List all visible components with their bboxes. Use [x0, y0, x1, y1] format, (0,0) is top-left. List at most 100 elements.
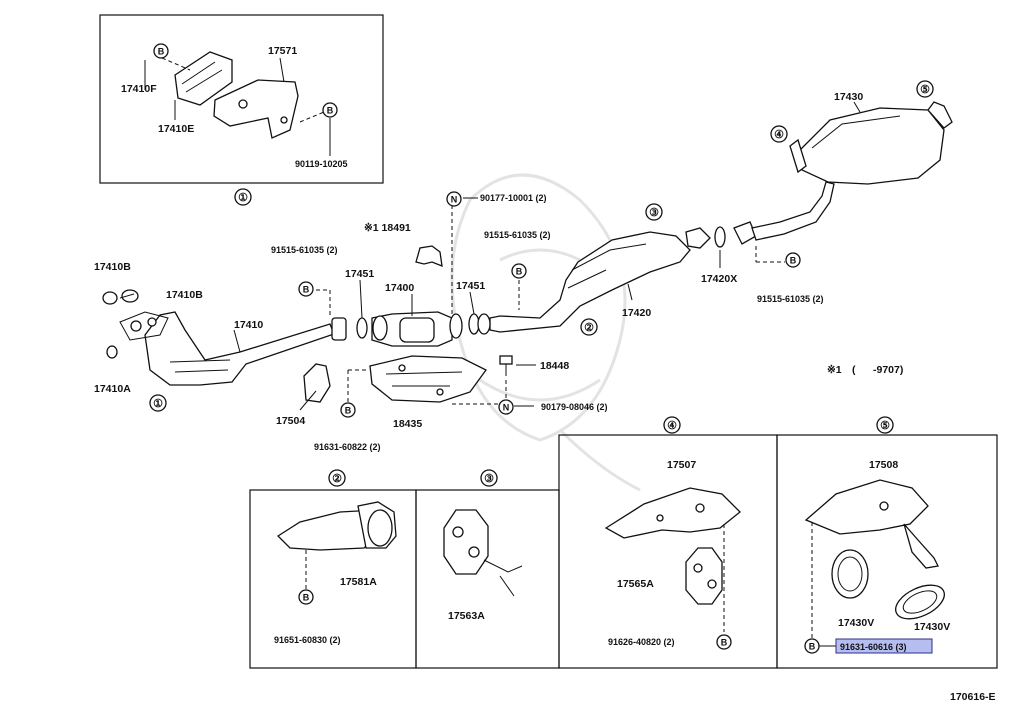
part-label-17410f[interactable]: 17410F: [121, 83, 157, 95]
callout-4-box: ④: [663, 416, 681, 434]
part-label-17430[interactable]: 17430: [834, 91, 863, 103]
part-label-18435[interactable]: 18435: [393, 418, 422, 430]
svg-text:B: B: [327, 106, 334, 116]
bracket-17504: [303, 363, 331, 403]
part-label-91631-60616[interactable]: 91631-60616 (3): [840, 642, 907, 652]
bracket-18491: [415, 245, 443, 268]
svg-text:B: B: [158, 47, 165, 57]
inset-box-3: [415, 489, 560, 669]
part-label-17430v-2[interactable]: 17430V: [914, 621, 950, 633]
part-label-91515-a[interactable]: 91515-61035 (2): [271, 245, 338, 255]
part-label-17400[interactable]: 17400: [385, 282, 414, 294]
part-label-17420[interactable]: 17420: [622, 307, 651, 319]
tail-pipe: [751, 181, 835, 241]
n-symbol-main-b: N: [498, 399, 514, 415]
svg-text:④: ④: [774, 129, 784, 141]
part-label-17563a[interactable]: 17563A: [448, 610, 485, 622]
part-label-17410e[interactable]: 17410E: [158, 123, 194, 135]
part-label-17410b-1[interactable]: 17410B: [94, 261, 131, 273]
bracket-17508: [804, 479, 929, 535]
gasket-17451-a: [356, 317, 368, 339]
svg-text:②: ②: [584, 322, 594, 334]
bracket-17571: [213, 79, 299, 139]
part-label-17507[interactable]: 17507: [667, 459, 696, 471]
diagram-id: 170616-E: [950, 691, 996, 703]
part-label-17430v-1[interactable]: 17430V: [838, 617, 874, 629]
part-label-17504[interactable]: 17504: [276, 415, 305, 427]
nut-17410a: [106, 345, 118, 359]
exhaust-hanger-17563a: [443, 509, 489, 575]
part-label-91626-40820[interactable]: 91626-40820 (2): [608, 637, 675, 647]
svg-text:N: N: [451, 195, 458, 205]
part-label-91631-60822[interactable]: 91631-60822 (2): [314, 442, 381, 452]
bracket-17507: [604, 487, 741, 539]
gasket-17420x: [714, 226, 726, 248]
center-pipe-17420: [489, 231, 691, 333]
b-symbol-main-c: B: [340, 402, 356, 418]
gasket-17410b-b: [121, 289, 139, 303]
svg-text:①: ①: [238, 192, 248, 204]
callout-4-main: ④: [770, 125, 788, 143]
svg-text:B: B: [790, 256, 797, 266]
inset-box-2: [249, 489, 417, 669]
part-label-17508[interactable]: 17508: [869, 459, 898, 471]
svg-text:B: B: [809, 642, 816, 652]
gasket-17410b-a: [102, 291, 118, 305]
part-label-90119-10205[interactable]: 90119-10205: [295, 159, 348, 169]
bolt-18448: [499, 355, 513, 365]
svg-text:②: ②: [332, 473, 342, 485]
inset-box-1: [99, 14, 384, 184]
part-label-17410[interactable]: 17410: [234, 319, 263, 331]
svg-text:N: N: [503, 403, 510, 413]
svg-text:⑤: ⑤: [880, 420, 890, 432]
callout-1-main: ①: [149, 394, 167, 412]
highlighted-part-box: [835, 638, 933, 654]
part-label-17410b-2[interactable]: 17410B: [166, 289, 203, 301]
main-muffler-17430: [799, 107, 945, 185]
part-label-90179-08046[interactable]: 90179-08046 (2): [541, 402, 608, 412]
callout-2-box: ②: [328, 469, 346, 487]
part-label-17451-a[interactable]: 17451: [345, 268, 374, 280]
part-label-90177-10001[interactable]: 90177-10001 (2): [480, 193, 547, 203]
b-symbol-inset1-b: B: [322, 102, 338, 118]
b-symbol-inset1-a: B: [153, 43, 169, 59]
applicability-note-range: ( -9707): [852, 364, 903, 376]
applicability-note-mark: ※1: [827, 364, 842, 376]
n-symbol-main-a: N: [446, 191, 462, 207]
part-label-17451-b[interactable]: 17451: [456, 280, 485, 292]
svg-text:③: ③: [649, 207, 659, 219]
b-symbol-main-d: B: [785, 252, 801, 268]
heat-shield-18435: [369, 355, 487, 403]
callout-5-box: ⑤: [876, 416, 894, 434]
callout-3-box: ③: [480, 469, 498, 487]
b-symbol-box4: B: [716, 634, 732, 650]
callout-2-main: ②: [580, 318, 598, 336]
part-label-17565a[interactable]: 17565A: [617, 578, 654, 590]
b-symbol-main-a: B: [298, 281, 314, 297]
part-label-18448[interactable]: 18448: [540, 360, 569, 372]
inset-box-5: [776, 434, 998, 669]
heat-insulator-17410e: [174, 51, 233, 106]
gasket-17430v-b: [895, 584, 945, 620]
part-label-91651-60830[interactable]: 91651-60830 (2): [274, 635, 341, 645]
part-label-17571[interactable]: 17571: [268, 45, 297, 57]
svg-text:B: B: [303, 285, 310, 295]
svg-text:①: ①: [153, 398, 163, 410]
b-symbol-box5: B: [804, 638, 820, 654]
part-label-17581a[interactable]: 17581A: [340, 576, 377, 588]
part-label-17410a[interactable]: 17410A: [94, 383, 131, 395]
svg-text:④: ④: [667, 420, 677, 432]
svg-text:B: B: [721, 638, 728, 648]
part-label-91515-c[interactable]: 91515-61035 (2): [757, 294, 824, 304]
svg-text:⑤: ⑤: [920, 84, 930, 96]
part-label-91515-b[interactable]: 91515-61035 (2): [484, 230, 551, 240]
part-label-18491[interactable]: ※1 18491: [364, 222, 411, 234]
part-label-17420x[interactable]: 17420X: [701, 273, 737, 285]
svg-text:B: B: [516, 267, 523, 277]
callout-5-main: ⑤: [916, 80, 934, 98]
svg-text:③: ③: [484, 473, 494, 485]
hanger-17565a: [685, 547, 723, 605]
callout-3-main: ③: [645, 203, 663, 221]
svg-text:B: B: [303, 593, 310, 603]
